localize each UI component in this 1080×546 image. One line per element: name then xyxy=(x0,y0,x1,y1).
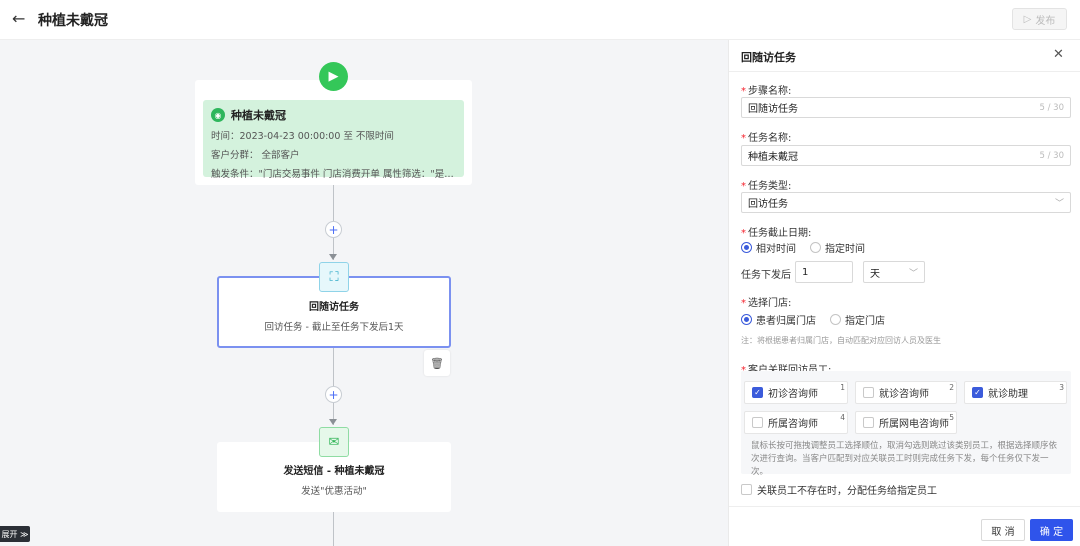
panel-title: 回随访任务 xyxy=(741,51,796,64)
task-name-input[interactable]: 种植未戴冠 5 / 30 xyxy=(741,145,1071,166)
assign-fallback-checkbox[interactable]: 关联员工不存在时，分配任务给指定员工 xyxy=(741,482,937,497)
send-icon: ▷ xyxy=(1023,13,1032,25)
checkbox-checked-icon: ✓ xyxy=(972,387,983,398)
staff-item[interactable]: 所属咨询师 4 xyxy=(744,411,848,434)
radio-patient-store[interactable]: 患者归属门店 xyxy=(741,312,816,327)
store-radio-group: 患者归属门店 指定门店 xyxy=(741,312,885,327)
checkbox-checked-icon: ✓ xyxy=(752,387,763,398)
staff-label: *客户关联回访员工: xyxy=(741,361,831,376)
node-title: 回随访任务 xyxy=(309,302,359,313)
arrow-left-icon[interactable]: ← xyxy=(12,9,26,28)
radio-specified-store[interactable]: 指定门店 xyxy=(830,312,885,327)
add-step-plus-icon[interactable]: + xyxy=(325,386,342,403)
trigger-segment: 客户分群： 全部客户 xyxy=(211,150,300,161)
staff-item[interactable]: 就诊咨询师 2 xyxy=(855,381,957,404)
connector xyxy=(333,510,334,546)
staff-hint: 鼠标长按可拖拽调整员工选择顺位，取消勾选则跳过该类别员工，根据选择顺序依次进行查… xyxy=(751,441,1058,477)
step-name-label: *步骤名称: xyxy=(741,86,792,97)
person-card-icon: ⛶ xyxy=(319,262,349,292)
add-step-plus-icon[interactable]: + xyxy=(325,221,342,238)
staff-item[interactable]: ✓ 就诊助理 3 xyxy=(964,381,1067,404)
trigger-title: 种植未戴冠 xyxy=(231,109,286,122)
store-note: 注：将根据患者归属门店，自动匹配对应回访人员及医生 xyxy=(741,336,941,345)
connector xyxy=(333,185,334,221)
page-title: 种植未戴冠 xyxy=(38,13,108,29)
connector xyxy=(333,403,334,425)
envelope-icon: ✉ xyxy=(319,427,349,457)
radio-fixed-time[interactable]: 指定时间 xyxy=(810,240,865,255)
config-panel: 回随访任务 ✕ *步骤名称: 回随访任务 5 / 30 *任务名称: 种植未戴冠… xyxy=(728,40,1080,546)
task-type-select[interactable]: 回访任务 ﹀ xyxy=(741,192,1071,213)
radio-relative-time[interactable]: 相对时间 xyxy=(741,240,796,255)
task-type-label: *任务类型: xyxy=(741,181,792,192)
node-title: 发送短信 - 种植未戴冠 xyxy=(283,466,385,477)
panel-footer: 取 消 确 定 xyxy=(729,506,1080,546)
start-play-icon[interactable]: ▶ xyxy=(319,62,348,91)
staff-selector: ✓ 初诊咨询师 1 就诊咨询师 2 ✓ 就诊助理 3 所属咨询师 4 所属网电咨… xyxy=(741,371,1071,477)
connector xyxy=(333,348,334,386)
arrow-down-icon xyxy=(329,419,337,425)
deadline-radio-group: 相对时间 指定时间 xyxy=(741,240,865,255)
checkbox-icon xyxy=(741,484,752,495)
panel-header: 回随访任务 ✕ xyxy=(729,40,1080,72)
trash-icon[interactable]: 🗑 xyxy=(424,350,450,376)
flow-canvas[interactable]: ◉ 种植未戴冠 时间：2023-04-23 00:00:00 至 不限时间 客户… xyxy=(0,40,728,546)
task-name-label: *任务名称: xyxy=(741,133,792,144)
trigger-card[interactable]: ◉ 种植未戴冠 时间：2023-04-23 00:00:00 至 不限时间 客户… xyxy=(195,80,472,185)
arrow-down-icon xyxy=(329,254,337,260)
trigger-time: 时间：2023-04-23 00:00:00 至 不限时间 xyxy=(211,131,394,142)
confirm-button[interactable]: 确 定 xyxy=(1030,519,1073,541)
step-name-input[interactable]: 回随访任务 5 / 30 xyxy=(741,97,1071,118)
chevron-down-icon: ﹀ xyxy=(1054,199,1064,209)
node-desc: 回访任务 - 截止至任务下发后1天 xyxy=(264,322,404,333)
expand-button[interactable]: 展开 ≫ xyxy=(0,526,30,542)
deadline-label: *任务截止日期: xyxy=(741,228,812,239)
staff-item[interactable]: 所属网电咨询师 5 xyxy=(855,411,957,434)
chevron-down-icon: ﹀ xyxy=(908,268,918,279)
staff-item[interactable]: ✓ 初诊咨询师 1 xyxy=(744,381,848,404)
checkbox-icon xyxy=(752,417,763,428)
after-dispatch-label: 任务下发后 xyxy=(741,270,791,281)
trigger-content: ◉ 种植未戴冠 时间：2023-04-23 00:00:00 至 不限时间 客户… xyxy=(203,100,464,180)
close-icon[interactable]: ✕ xyxy=(1053,47,1064,62)
top-bar: ← 种植未戴冠 ▷ 发布 xyxy=(0,0,1080,40)
node-desc: 发送"优惠活动" xyxy=(301,486,367,497)
publish-button[interactable]: ▷ 发布 xyxy=(1012,8,1067,30)
checkbox-icon xyxy=(863,417,874,428)
cancel-button[interactable]: 取 消 xyxy=(981,519,1025,541)
deadline-amount-input[interactable]: 1 xyxy=(795,261,853,283)
trigger-condition: 触发条件："门店交易事件 门店消费开单 属性筛选："是否种植"等于"是"" xyxy=(211,169,456,180)
connector xyxy=(333,238,334,260)
trigger-icon: ◉ xyxy=(211,108,225,122)
deadline-unit-select[interactable]: 天 ﹀ xyxy=(863,261,925,283)
checkbox-icon xyxy=(863,387,874,398)
store-label: *选择门店: xyxy=(741,298,792,309)
